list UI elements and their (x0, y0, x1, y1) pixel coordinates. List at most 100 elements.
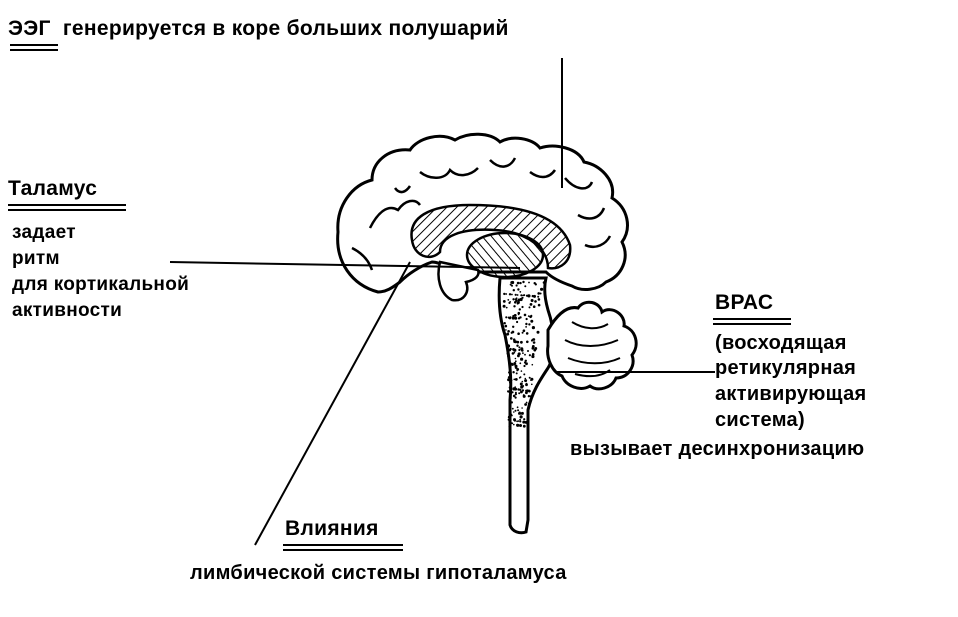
reticular-dot (517, 298, 521, 302)
reticular-dot (525, 318, 528, 321)
reticular-dot (516, 420, 518, 423)
thalamus-underline (8, 204, 126, 211)
reticular-dot (510, 379, 513, 382)
reticular-dot (542, 281, 546, 284)
reticular-dot (520, 390, 523, 394)
aras-title: ВРАС (715, 291, 774, 314)
reticular-dot (535, 283, 537, 286)
reticular-dot (513, 351, 516, 354)
reticular-dot (519, 281, 522, 285)
reticular-dot (512, 325, 515, 328)
reticular-dot (514, 364, 518, 368)
aras-line-4: система) (715, 409, 805, 431)
reticular-dot (514, 340, 517, 344)
reticular-dot (521, 305, 524, 309)
reticular-dot (521, 349, 524, 352)
reticular-dot (507, 390, 510, 393)
reticular-dot (516, 302, 519, 305)
reticular-dot (524, 353, 526, 356)
reticular-dot (527, 315, 530, 317)
reticular-dot (508, 317, 512, 320)
reticular-dot (525, 383, 528, 387)
reticular-dot (521, 296, 524, 299)
reticular-dot (517, 409, 520, 412)
reticular-dot (531, 363, 534, 366)
reticular-dot (512, 338, 516, 342)
reticular-dot (532, 305, 536, 309)
reticular-dot (505, 316, 508, 319)
aras-line-2: ретикулярная (715, 357, 857, 379)
reticular-dot (537, 295, 540, 298)
reticular-dot (511, 352, 515, 355)
reticular-dot (507, 354, 510, 358)
reticular-dot (516, 369, 519, 372)
reticular-dot (506, 332, 510, 336)
reticular-dot (512, 289, 515, 292)
reticular-dot (518, 392, 521, 395)
reticular-dot (537, 292, 540, 295)
leader-lines (169, 58, 715, 546)
reticular-dots (502, 280, 546, 428)
reticular-dot (514, 409, 517, 412)
reticular-dot (513, 305, 516, 308)
reticular-dot (511, 293, 513, 296)
reticular-dot (523, 418, 526, 421)
reticular-dot (513, 423, 515, 426)
reticular-dot (515, 372, 518, 375)
reticular-dot (514, 360, 517, 363)
reticular-dot (518, 308, 521, 311)
reticular-dot (509, 347, 512, 351)
reticular-dot (528, 354, 532, 357)
reticular-dot (524, 285, 527, 288)
eeg-underline (10, 44, 58, 51)
limbic-title: Влияния (285, 517, 379, 540)
reticular-dot (511, 407, 514, 410)
reticular-dot (516, 423, 520, 427)
reticular-dot (517, 288, 520, 291)
reticular-dot (531, 345, 535, 348)
reticular-dot (507, 378, 511, 382)
reticular-dot (528, 323, 531, 326)
reticular-dot (514, 396, 517, 399)
reticular-dot (530, 299, 534, 302)
reticular-dot (519, 388, 522, 391)
reticular-dot (519, 291, 522, 293)
reticular-dot (516, 406, 519, 409)
reticular-dot (526, 409, 530, 412)
reticular-dot (509, 283, 512, 286)
reticular-dot (508, 293, 512, 296)
hypothalamus-shape (437, 260, 480, 302)
reticular-dot (509, 413, 513, 417)
reticular-dot (518, 411, 521, 414)
eeg-label: ЭЭГ генерируется в коре больших полушари… (8, 16, 509, 42)
thalamus-line-3: для кортикальной (12, 274, 190, 295)
reticular-dot (512, 371, 515, 374)
reticular-dot (520, 294, 523, 297)
reticular-dot (525, 322, 528, 326)
limbic-line: лимбической системы гипоталамуса (190, 562, 567, 584)
reticular-dot (510, 401, 513, 404)
reticular-dot (528, 376, 531, 379)
reticular-dot (532, 338, 536, 341)
reticular-dot (528, 281, 530, 284)
reticular-dot (529, 315, 532, 319)
reticular-dot (532, 341, 536, 344)
aras-line-3: активирующая (715, 383, 867, 405)
reticular-dot (531, 383, 533, 386)
thalamus-line-4: активности (12, 300, 123, 321)
reticular-dot (514, 314, 517, 317)
reticular-dot (523, 364, 526, 368)
reticular-dot (511, 284, 513, 287)
reticular-dot (518, 346, 521, 349)
reticular-dot (509, 380, 512, 384)
reticular-dot (512, 298, 515, 301)
reticular-dot (529, 303, 533, 306)
reticular-dot (514, 386, 516, 388)
reticular-dot (517, 332, 520, 336)
reticular-dot (509, 375, 512, 378)
reticular-dot (533, 348, 537, 352)
reticular-dot (520, 424, 522, 427)
reticular-dot (502, 304, 506, 308)
reticular-dot (508, 390, 511, 393)
aras-line-1: (восходящая (715, 332, 847, 354)
